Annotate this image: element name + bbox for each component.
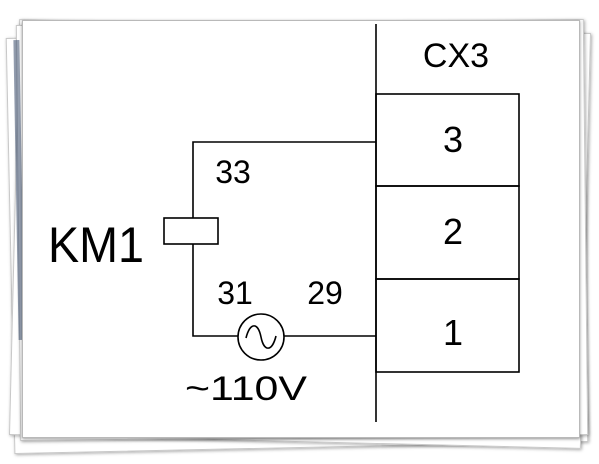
coil-symbol [163, 217, 219, 245]
wire-label-31: 31 [217, 275, 253, 311]
wire-33 [192, 141, 376, 218]
connector-label: CX3 [423, 37, 489, 75]
pin-label-1: 1 [443, 312, 463, 353]
connector-pin-box-1 [375, 278, 520, 373]
wire-label-33: 33 [215, 154, 251, 190]
sine-wave-icon [245, 325, 277, 349]
pin-label-2: 2 [443, 211, 463, 252]
pin-label-3: 3 [443, 119, 463, 160]
coil-label: KM1 [48, 217, 144, 273]
wire-label-29: 29 [307, 275, 343, 311]
diagram-card [22, 20, 580, 438]
source-voltage-label: ~110V [185, 370, 307, 408]
wire-31 [192, 244, 238, 337]
